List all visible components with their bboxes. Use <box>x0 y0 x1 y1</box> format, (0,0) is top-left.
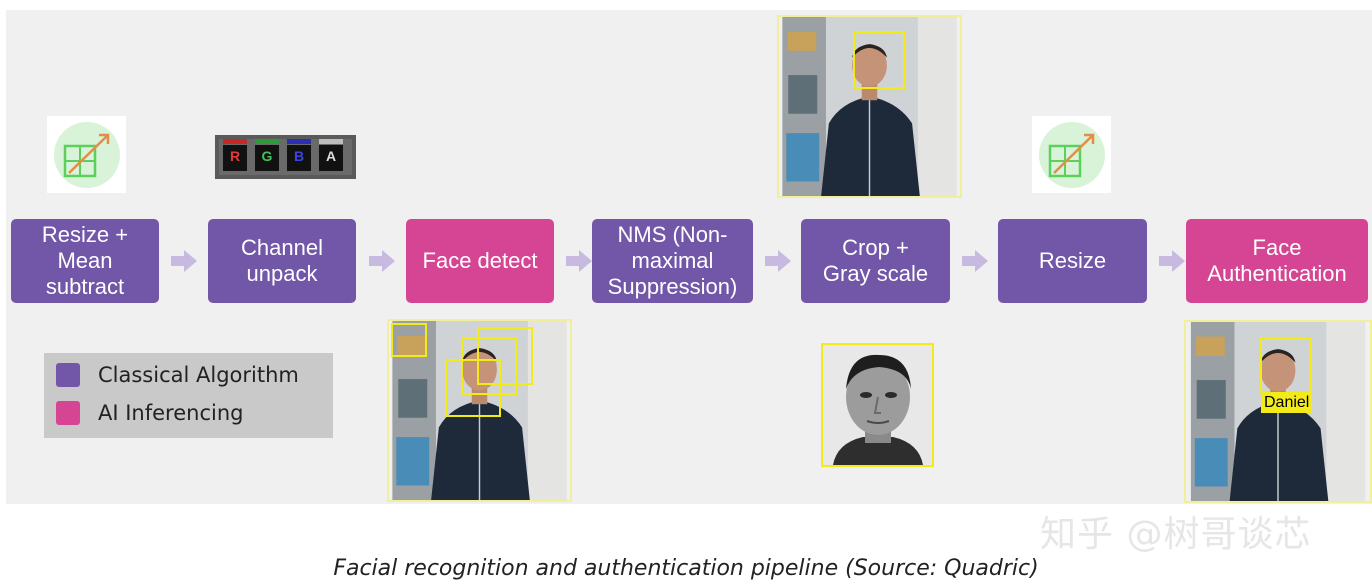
step-arrow-icon-3 <box>566 250 592 272</box>
resize-icon-2 <box>1032 116 1111 193</box>
step-arrow-icon-4 <box>765 250 791 272</box>
step-arrow-icon-6 <box>1159 250 1185 272</box>
step-channel-unpack: Channel unpack <box>208 219 356 303</box>
legend-swatch-ai <box>56 401 80 425</box>
step-crop-grayscale: Crop + Gray scale <box>801 219 950 303</box>
grayscale-face-photo <box>821 343 934 467</box>
step-nms: NMS (Non- maximal Suppression) <box>592 219 753 303</box>
step-resize-mean-subtract: Resize + Mean subtract <box>11 219 159 303</box>
legend-swatch-classical <box>56 363 80 387</box>
person-photo-face-detect <box>387 319 572 502</box>
person-photo-nms <box>777 15 962 198</box>
detection-box <box>461 337 517 395</box>
step-resize: Resize <box>998 219 1147 303</box>
person-photo-authenticated: Daniel <box>1184 320 1372 503</box>
step-face-authentication: Face Authentication <box>1186 219 1368 303</box>
step-arrow-icon-2 <box>369 250 395 272</box>
channel-a: A <box>325 148 337 164</box>
step-arrow-icon-1 <box>171 250 197 272</box>
detection-box <box>477 327 533 385</box>
step-face-detect: Face detect <box>406 219 554 303</box>
step-arrow-icon-5 <box>962 250 988 272</box>
identity-label: Daniel <box>1261 393 1313 413</box>
detection-box <box>445 359 501 417</box>
legend-label-ai: AI Inferencing <box>98 401 244 425</box>
resize-icon <box>47 116 126 193</box>
detection-box <box>1260 338 1312 394</box>
legend: Classical Algorithm AI Inferencing <box>44 353 333 438</box>
channel-r: R <box>229 148 241 164</box>
detection-box <box>391 323 427 357</box>
channel-b: B <box>293 148 305 164</box>
rgba-channel-icon: R G B A <box>215 135 356 179</box>
watermark: 知乎 @树哥谈芯 <box>1040 514 1312 555</box>
detection-box <box>853 31 905 89</box>
legend-label-classical: Classical Algorithm <box>98 363 299 387</box>
figure-caption: Facial recognition and authentication pi… <box>333 556 1039 581</box>
channel-g: G <box>261 148 273 164</box>
